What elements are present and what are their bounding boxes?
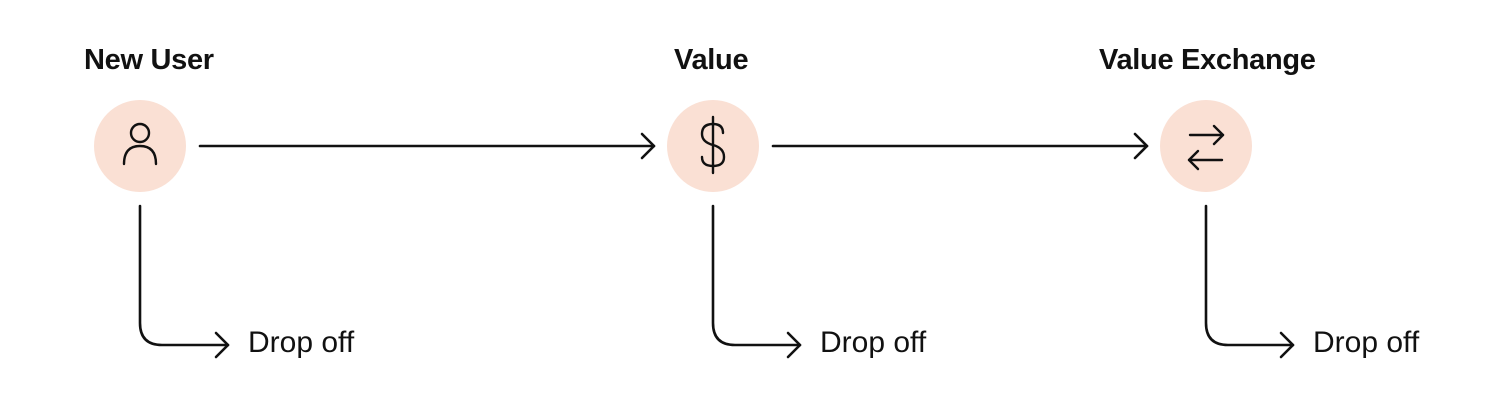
dollar-icon xyxy=(700,115,726,175)
drop-off-arrow-3 xyxy=(1204,204,1295,359)
drop-off-label-2: Drop off xyxy=(820,326,927,359)
drop-off-label-1: Drop off xyxy=(248,326,355,359)
drop-off-arrow-1 xyxy=(138,204,230,359)
edge-value-to-value-exchange xyxy=(771,132,1149,160)
node-value-exchange xyxy=(1160,100,1252,192)
node-label-new-user: New User xyxy=(84,44,214,76)
drop-off-label-3: Drop off xyxy=(1313,326,1420,359)
drop-off-arrow-2 xyxy=(711,204,802,359)
node-value xyxy=(667,100,759,192)
node-new-user xyxy=(94,100,186,192)
node-label-value-exchange: Value Exchange xyxy=(1099,44,1316,76)
node-label-value: Value xyxy=(674,44,749,76)
edge-new-user-to-value xyxy=(198,132,656,160)
user-icon xyxy=(122,122,158,166)
exchange-arrows-icon xyxy=(1187,124,1225,171)
